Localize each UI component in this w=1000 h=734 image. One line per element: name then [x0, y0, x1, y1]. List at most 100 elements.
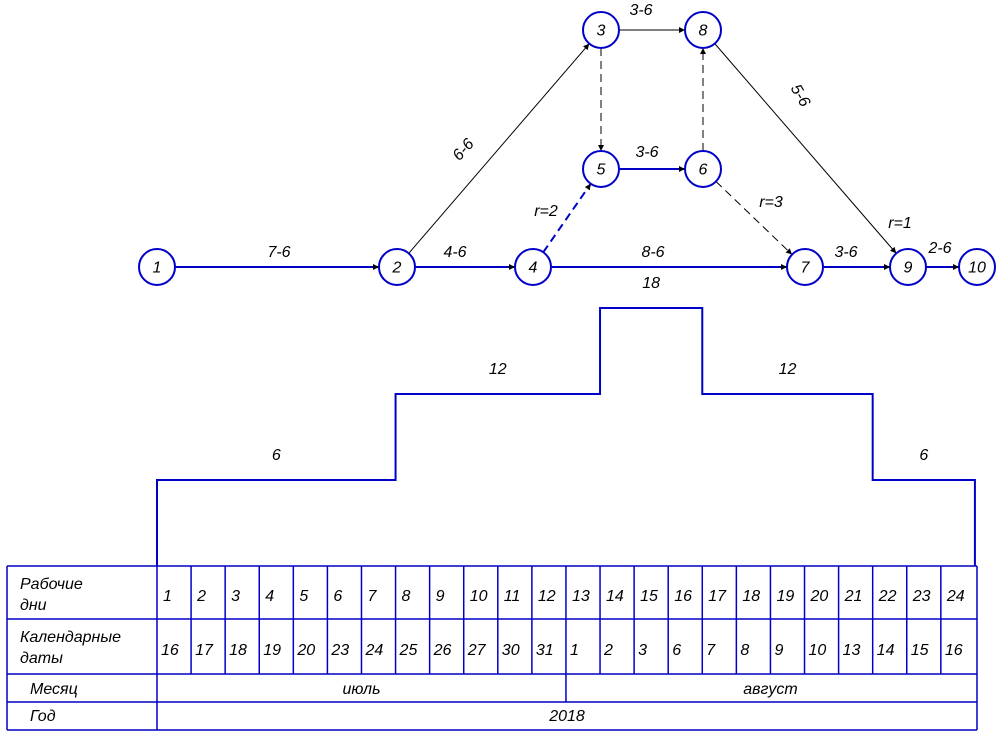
- calendar-date-cell: 7: [706, 642, 716, 659]
- working-day-cell: 13: [572, 588, 590, 605]
- node-6-circle: [684, 150, 722, 188]
- working-day-cell: 3: [231, 588, 240, 605]
- edge-label-1-2: 7-6: [267, 244, 290, 261]
- calendar-date-cell: 2: [603, 642, 613, 659]
- edge-label-9-10: 2-6: [927, 240, 951, 257]
- edge-label-4-7: 8-6: [641, 244, 664, 261]
- calendar-date-cell: 19: [263, 642, 281, 659]
- calendar-date-cell: 23: [330, 642, 349, 659]
- edge-label-6-7: r=3: [759, 194, 783, 211]
- edge-label-2-3: 6-6: [450, 136, 478, 165]
- month-cell-1: июль: [342, 681, 380, 698]
- resource-profile: 6 12 18 12 6: [156, 275, 976, 566]
- node-4-circle: [514, 248, 552, 286]
- edge-label-8-9: 5-6: [787, 81, 813, 110]
- calendar-date-cell: 16: [161, 642, 179, 659]
- node-5-label: 5: [597, 162, 606, 179]
- node-4-label: 4: [529, 260, 538, 277]
- working-day-cell: 6: [333, 588, 342, 605]
- calendar-date-cell: 1: [570, 642, 579, 659]
- working-day-cell: 5: [299, 588, 308, 605]
- calendar-date-cell: 9: [774, 642, 783, 659]
- working-day-cell: 18: [742, 588, 760, 605]
- calendar-date-cell: 13: [843, 642, 861, 659]
- working-day-cell: 9: [436, 588, 445, 605]
- profile-value-1: 6: [272, 447, 281, 464]
- node-10-circle: [958, 248, 996, 286]
- node-8-circle: [684, 11, 722, 49]
- calendar-date-cell: 6: [672, 642, 681, 659]
- calendar-date-cell: 20: [296, 642, 315, 659]
- year-cell: 2018: [548, 708, 585, 725]
- edge-label-7-9: 3-6: [834, 244, 857, 261]
- year-label: Год: [30, 708, 56, 725]
- node-2-label: 2: [392, 260, 402, 277]
- working-day-cell: 20: [810, 588, 829, 605]
- network-edges: 7-6 4-6 6-6 3-6 r=2 3-6 r=3 8-6 5-6 3-6 2-6 r=1: [175, 2, 959, 270]
- node-5-circle: [582, 150, 620, 188]
- working-day-cell: 21: [844, 588, 863, 605]
- node-9-circle: [889, 248, 927, 286]
- calendar-dates-label-2: даты: [20, 650, 63, 667]
- working-day-cell: 11: [504, 588, 521, 605]
- working-day-cell: 23: [912, 588, 931, 605]
- node-9-label: 9: [904, 260, 913, 277]
- node-6-label: 6: [699, 162, 708, 179]
- edge-8-9: [714, 43, 897, 254]
- calendar-date-cell: 24: [364, 642, 383, 659]
- working-day-cell: 15: [640, 588, 658, 605]
- working-day-cell: 14: [606, 588, 624, 605]
- edge-6-7: [715, 181, 793, 255]
- working-day-cell: 1: [163, 588, 172, 605]
- month-label: Месяц: [30, 681, 78, 698]
- calendar-date-cell: 26: [433, 642, 452, 659]
- annotation-r-1: r=1: [888, 215, 912, 232]
- working-days-label-2: дни: [20, 597, 47, 614]
- working-day-cell: 16: [674, 588, 692, 605]
- node-7-circle: [786, 248, 824, 286]
- working-day-cell: 17: [708, 588, 727, 605]
- edge-label-4-5: r=2: [534, 203, 558, 220]
- node-1-circle: [138, 248, 176, 286]
- calendar-date-cell: 27: [467, 642, 487, 659]
- profile-value-5: 6: [919, 447, 928, 464]
- calendar-dates-label-1: Календарные: [20, 629, 121, 646]
- calendar-date-cell: 14: [877, 642, 895, 659]
- edge-2-3: [408, 43, 590, 254]
- profile-value-2: 12: [489, 361, 507, 378]
- calendar-date-cell: 10: [809, 642, 827, 659]
- working-day-cell: 22: [878, 588, 897, 605]
- working-days-label-1: Рабочие: [20, 576, 83, 593]
- edge-label-5-6: 3-6: [635, 144, 658, 161]
- profile-value-4: 12: [779, 361, 797, 378]
- calendar-date-cell: 8: [740, 642, 749, 659]
- edge-label-2-4: 4-6: [443, 244, 466, 261]
- node-2-circle: [378, 248, 416, 286]
- profile-value-3: 18: [642, 275, 660, 292]
- working-day-cell: 2: [196, 588, 206, 605]
- edge-label-3-8: 3-6: [629, 2, 652, 19]
- calendar-date-cell: 17: [195, 642, 214, 659]
- node-10-label: 10: [968, 260, 986, 277]
- working-day-cell: 12: [538, 588, 556, 605]
- node-3-label: 3: [597, 23, 606, 40]
- calendar-date-cell: 30: [502, 642, 520, 659]
- calendar-date-cell: 18: [229, 642, 247, 659]
- node-1-label: 1: [153, 260, 162, 277]
- calendar-date-cell: 15: [911, 642, 929, 659]
- working-day-cell: 19: [776, 588, 794, 605]
- working-day-cell: 4: [265, 588, 274, 605]
- month-cell-2: август: [743, 681, 797, 698]
- calendar-date-cell: 3: [638, 642, 647, 659]
- calendar-date-cell: 25: [399, 642, 418, 659]
- working-day-cell: 7: [367, 588, 377, 605]
- node-8-label: 8: [699, 23, 708, 40]
- node-3-circle: [582, 11, 620, 49]
- calendar-date-cell: 31: [536, 642, 554, 659]
- calendar-date-cell: 16: [945, 642, 963, 659]
- working-day-cell: 10: [470, 588, 488, 605]
- working-day-cell: 8: [402, 588, 411, 605]
